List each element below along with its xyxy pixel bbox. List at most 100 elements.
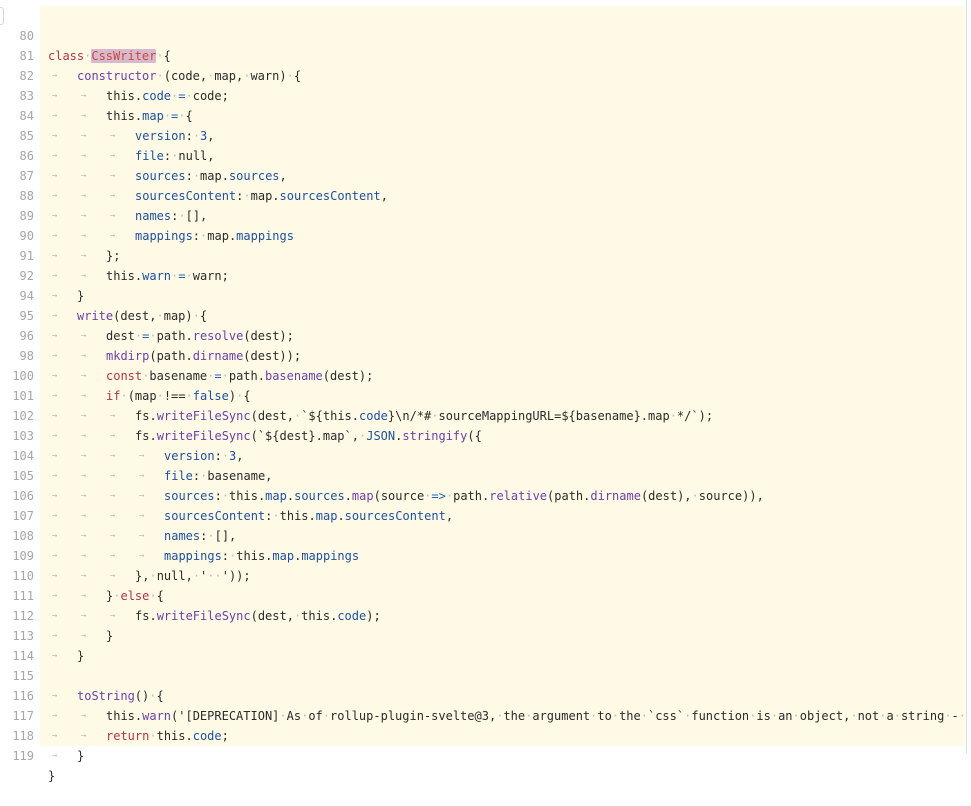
line-code[interactable]: }; (48, 246, 120, 266)
line-number: 85 (19, 129, 34, 143)
tab-arrow-icon (48, 746, 77, 766)
code-line: 100 if·(map·!==·false)·{ (0, 346, 966, 403)
line-code[interactable]: sourcesContent:·this.map.sourcesContent, (48, 506, 453, 526)
code-line: 118 } (0, 706, 966, 763)
line-code[interactable]: version:·3, (48, 126, 215, 146)
line-code[interactable]: fs.writeFileSync(dest,·this.code); (48, 606, 381, 626)
code-line: 95 dest·=·path.resolve(dest); (0, 286, 966, 343)
line-number: 106 (12, 489, 34, 503)
line-number: 102 (12, 409, 34, 423)
code-line: 114 (0, 626, 966, 663)
line-number: 84 (19, 109, 34, 123)
line-code[interactable]: fs.writeFileSync(dest,·`${this.code}\n/*… (48, 406, 713, 426)
line-number: 91 (19, 249, 34, 263)
line-number: 107 (12, 509, 34, 523)
code-line: 96 mkdirp(path.dirname(dest)); (0, 306, 966, 363)
line-code[interactable]: } (48, 286, 84, 306)
line-number: 115 (12, 669, 34, 683)
line-code[interactable]: sourcesContent:·map.sourcesContent, (48, 186, 388, 206)
code-line: 106 sourcesContent:·this.map.sourcesCont… (0, 466, 966, 523)
line-code[interactable]: mappings:·this.map.mappings (48, 546, 359, 566)
line-number: 114 (12, 649, 34, 663)
code-lines: 80 class·CssWriter·{ 81 constructor·(cod… (0, 6, 966, 783)
line-code[interactable]: constructor·(code,·map,·warn)·{ (48, 66, 301, 86)
code-line: 87 sourcesContent:·map.sourcesContent, (0, 146, 966, 203)
line-code[interactable]: },·null,·'··')); (48, 566, 251, 586)
code-line: 90 }; (0, 206, 966, 263)
line-code[interactable]: fs.writeFileSync(`${dest}.map`,·JSON.str… (48, 426, 482, 446)
code-line: 119 } (0, 726, 966, 783)
line-code[interactable]: dest·=·path.resolve(dest); (48, 326, 294, 346)
code-line: 101 fs.writeFileSync(dest,·`${this.code}… (0, 366, 966, 423)
line-number: 112 (12, 609, 34, 623)
line-code[interactable]: sources:·map.sources, (48, 166, 287, 186)
line-code[interactable]: mappings:·map.mappings (48, 226, 294, 246)
line-code[interactable]: return·this.code; (48, 726, 229, 746)
line-number: 105 (12, 469, 34, 483)
line-number: 96 (19, 329, 34, 343)
line-code[interactable]: const·basename·=·path.basename(dest); (48, 366, 373, 386)
scrollbar-edge[interactable] (966, 0, 967, 753)
code-line: 117 return·this.code; (0, 686, 966, 743)
line-number: 94 (19, 289, 34, 303)
line-code[interactable]: this.warn('[DEPRECATION]·As·of·rollup-pl… (48, 706, 966, 726)
line-code[interactable]: } (48, 746, 84, 766)
code-viewer[interactable]: 80 class·CssWriter·{ 81 constructor·(cod… (0, 0, 971, 783)
code-line: 85 file:·null, (0, 106, 966, 163)
code-line: 86 sources:·map.sources, (0, 126, 966, 183)
code-line: 83 this.map·=·{ (0, 66, 966, 123)
line-number: 82 (19, 69, 34, 83)
line-number: 109 (12, 549, 34, 563)
code-line: 82 this.code·=·code; (0, 46, 966, 103)
line-number: 103 (12, 429, 34, 443)
code-line: 88 names:·[], (0, 166, 966, 223)
code-line: 84 version:·3, (0, 86, 966, 143)
line-number: 81 (19, 49, 34, 63)
line-number: 108 (12, 529, 34, 543)
line-code[interactable]: file:·null, (48, 146, 215, 166)
code-line: 89 mappings:·map.mappings (0, 186, 966, 243)
line-code[interactable]: sources:·this.map.sources.map(source·=>·… (48, 486, 764, 506)
line-code[interactable]: class·CssWriter·{ (48, 49, 171, 63)
line-code[interactable]: names:·[], (48, 206, 207, 226)
line-code[interactable]: write(dest,·map)·{ (48, 306, 207, 326)
line-code[interactable]: this.warn·=·warn; (48, 266, 229, 286)
code-line: 103 version:·3, (0, 406, 966, 463)
code-line: 109 },·null,·'··')); (0, 526, 966, 583)
code-line: 105 sources:·this.map.sources.map(source… (0, 446, 966, 503)
line-code[interactable]: } (48, 646, 84, 666)
highlighted-symbol[interactable]: CssWriter (91, 49, 157, 63)
line-code[interactable]: this.map·=·{ (48, 106, 193, 126)
line-code[interactable]: } (48, 769, 56, 783)
line-number: 89 (19, 209, 34, 223)
code-line: 115 toString()·{ (0, 646, 966, 703)
line-code[interactable]: if·(map·!==·false)·{ (48, 386, 251, 406)
line-number: 100 (12, 369, 34, 383)
line-number: 98 (19, 349, 34, 363)
line-code[interactable]: this.code·=·code; (48, 86, 229, 106)
fold-marker[interactable] (0, 7, 4, 25)
line-number: 119 (12, 749, 34, 763)
line-number: 83 (19, 89, 34, 103)
line-code[interactable]: names:·[], (48, 526, 236, 546)
code-line: 81 constructor·(code,·map,·warn)·{ (0, 26, 966, 83)
line-number: 86 (19, 149, 34, 163)
code-line: 113 } (0, 606, 966, 663)
line-number: 118 (12, 729, 34, 743)
line-number: 111 (12, 589, 34, 603)
line-code[interactable]: version:·3, (48, 446, 244, 466)
code-line: 92 } (0, 246, 966, 303)
line-code[interactable]: mkdirp(path.dirname(dest)); (48, 346, 301, 366)
line-code[interactable]: } (48, 626, 113, 646)
code-line: 112 } (0, 586, 966, 643)
line-number: 87 (19, 169, 34, 183)
line-code[interactable]: }·else·{ (48, 586, 164, 606)
line-code[interactable]: file:·basename, (48, 466, 272, 486)
code-line: 94 write(dest,·map)·{ (0, 266, 966, 323)
code-line: 98 const·basename·=·path.basename(dest); (0, 326, 966, 383)
code-line: 102 fs.writeFileSync(`${dest}.map`,·JSON… (0, 386, 966, 443)
code-line: 108 mappings:·this.map.mappings (0, 506, 966, 563)
line-code[interactable]: toString()·{ (48, 686, 164, 706)
code-line: 110 }·else·{ (0, 546, 966, 603)
line-number: 92 (19, 269, 34, 283)
